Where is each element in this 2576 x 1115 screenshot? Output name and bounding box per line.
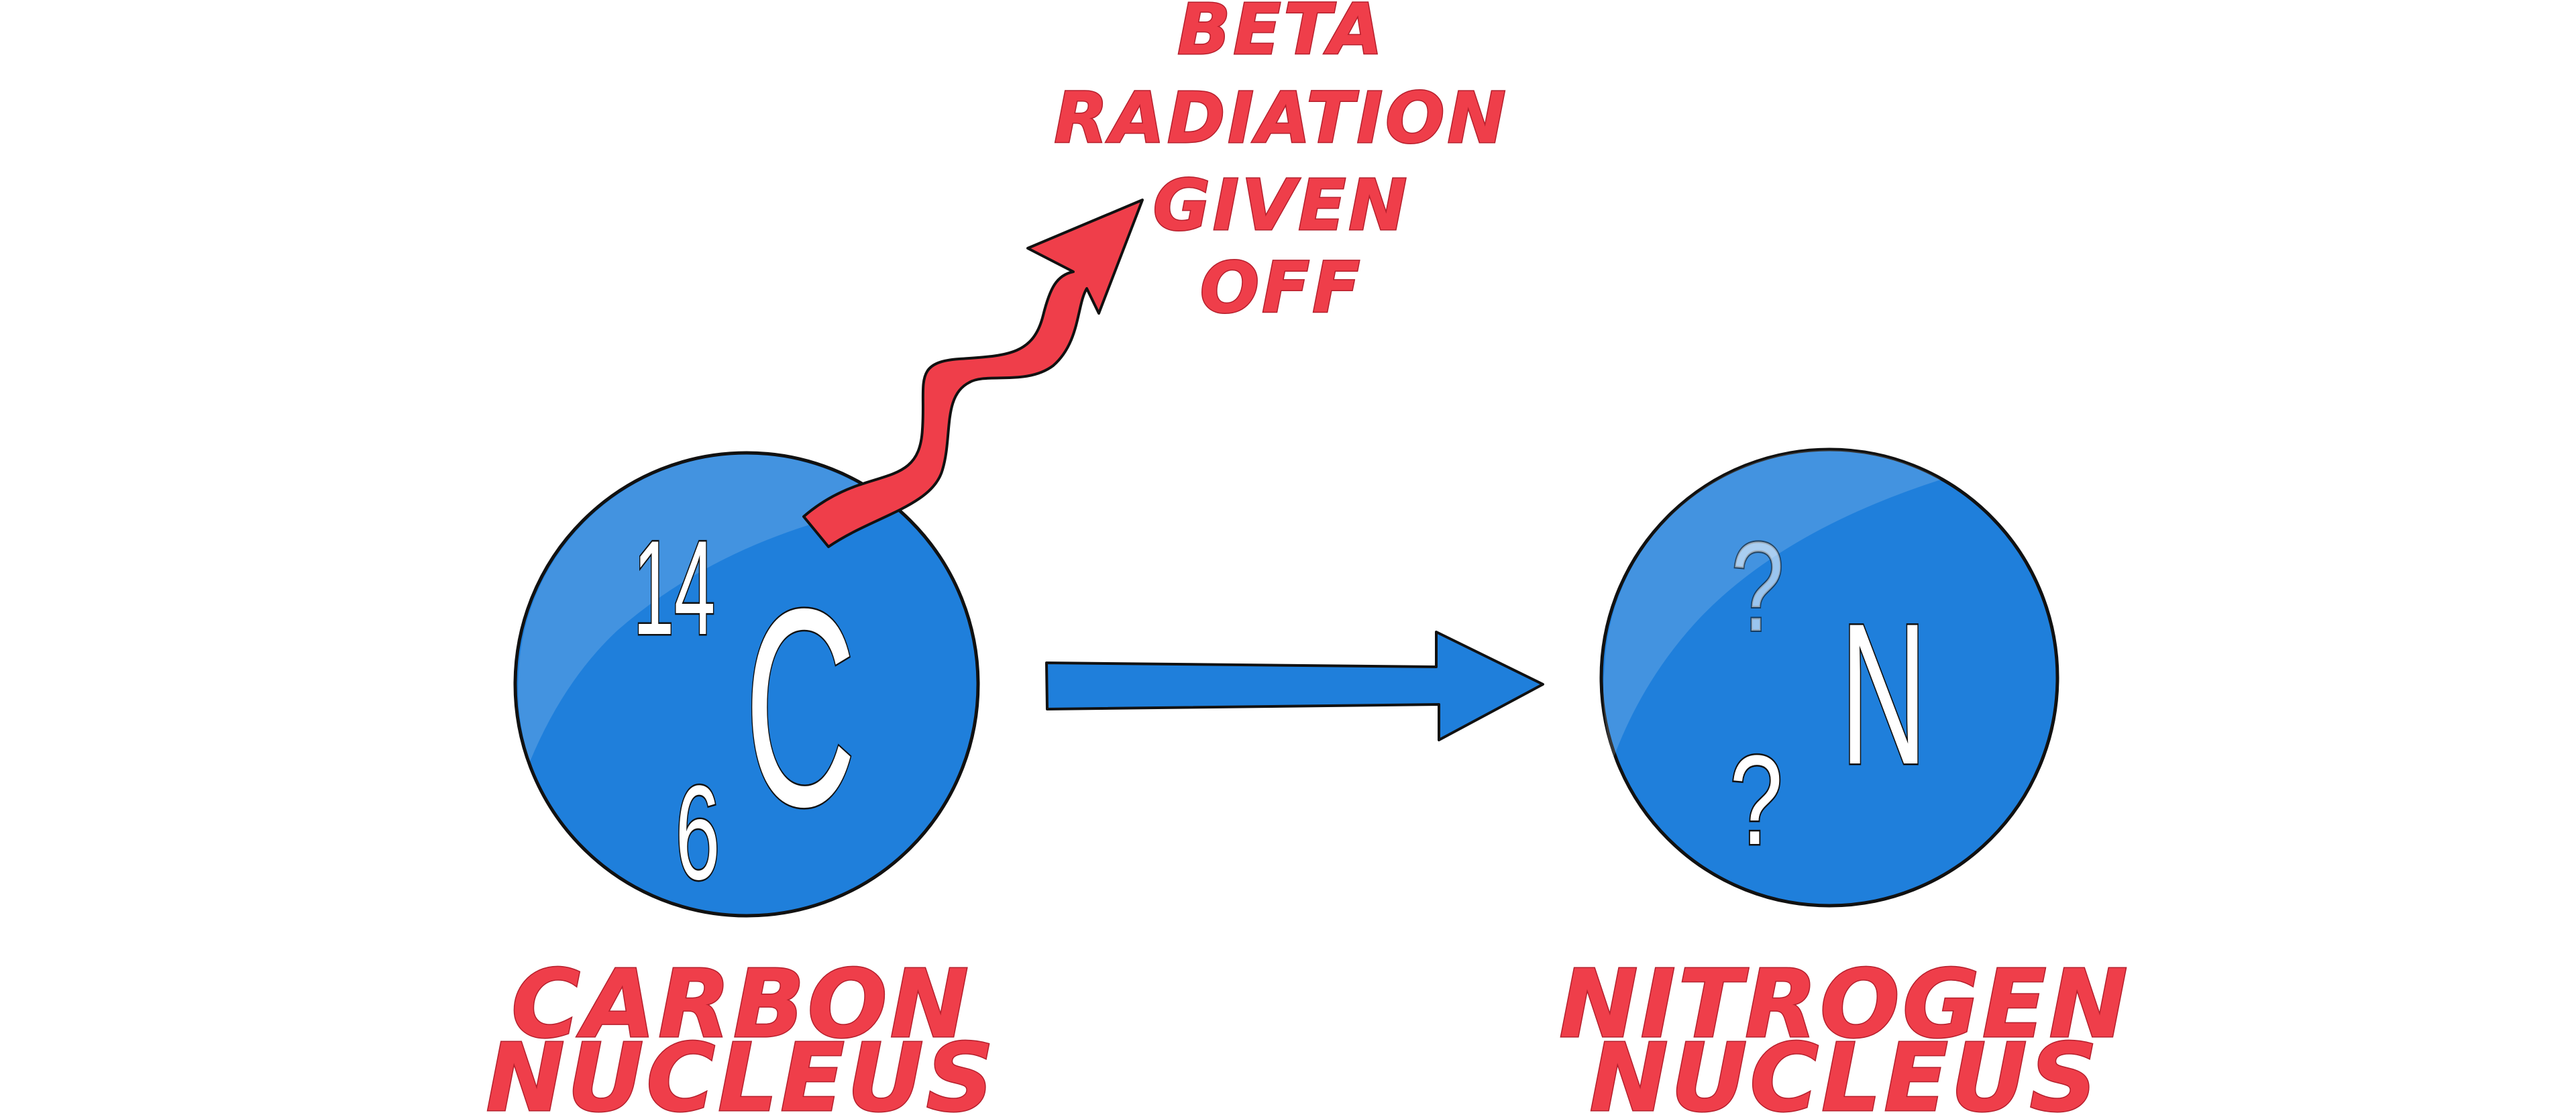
carbon-atomic-number: 6 bbox=[676, 757, 720, 907]
radiation-label-line1: BETA bbox=[1177, 0, 1385, 70]
nitrogen-symbol: N bbox=[1840, 582, 1927, 807]
carbon-caption-line1: CARBON bbox=[511, 950, 971, 1059]
carbon-symbol: C bbox=[745, 550, 857, 865]
radiation-label-line3: GIVEN bbox=[1153, 164, 1410, 246]
radiation-label-line2: RADIATION bbox=[1054, 77, 1508, 159]
carbon-caption: CARBON NUCLEUS bbox=[485, 949, 997, 1115]
radiation-label: BETA RADIATION GIVEN OFF bbox=[1053, 0, 1508, 330]
reaction-arrow bbox=[1045, 631, 1544, 741]
carbon-nucleus-circle bbox=[513, 451, 980, 918]
nitrogen-nucleus-circle bbox=[1599, 447, 2059, 908]
nitrogen-mass-number: ? bbox=[1731, 515, 1784, 658]
carbon-mass-number: 14 bbox=[633, 513, 715, 663]
radiation-label-line4: OFF bbox=[1200, 247, 1363, 329]
carbon-nucleus-highlight bbox=[518, 454, 889, 761]
nitrogen-atomic-number: ? bbox=[1729, 729, 1782, 871]
nitrogen-caption-line2: NUCLEUS bbox=[1590, 1024, 2100, 1115]
carbon-caption-line2: NUCLEUS bbox=[486, 1024, 997, 1115]
radiation-arrow bbox=[802, 199, 1144, 548]
nitrogen-caption-line1: NITROGEN bbox=[1559, 950, 2130, 1059]
nitrogen-caption: NITROGEN NUCLEUS bbox=[1558, 949, 2130, 1115]
nitrogen-nucleus-highlight bbox=[1603, 449, 1941, 758]
carbon-nucleus: 14 6 C bbox=[513, 451, 980, 918]
nitrogen-nucleus: ? ? N bbox=[1599, 447, 2059, 908]
